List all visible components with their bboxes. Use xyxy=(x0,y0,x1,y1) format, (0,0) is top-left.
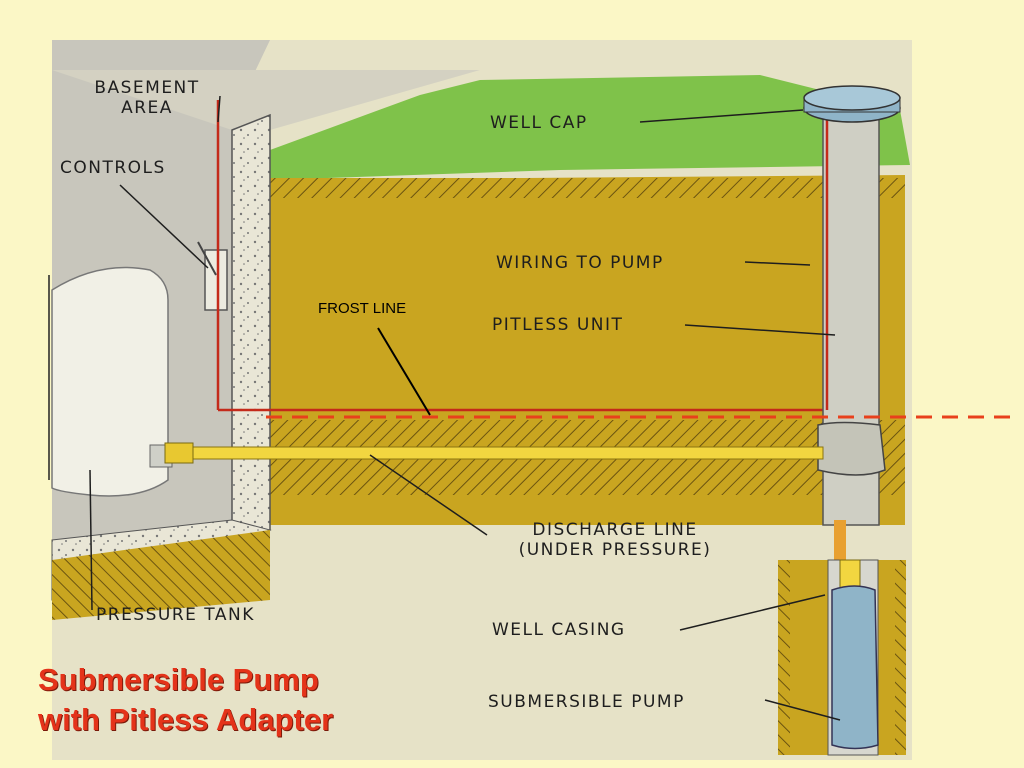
submersible-pump-body xyxy=(831,585,879,750)
label-basement-line2: AREA xyxy=(121,98,173,118)
leader-controls xyxy=(119,184,209,269)
grass xyxy=(270,75,910,180)
label-discharge-line1: DISCHARGE LINE xyxy=(532,520,698,540)
label-discharge-line2: (UNDER PRESSURE) xyxy=(518,540,712,560)
leader-well-casing xyxy=(679,594,826,631)
slide-title-line2: with Pitless Adapter xyxy=(38,702,334,737)
label-pressure-tank: PRESSURE TANK xyxy=(96,605,255,625)
label-submersible-pump: SUBMERSIBLE PUMP xyxy=(488,692,685,712)
basement-ceiling-slab xyxy=(52,70,480,130)
label-frost-line: FROST LINE xyxy=(318,300,407,317)
leader-discharge xyxy=(369,454,488,536)
leader-frost xyxy=(377,327,431,416)
pitless-unit xyxy=(817,421,886,476)
label-basement-area: BASEMENT AREA xyxy=(72,78,222,118)
leader-pressure-tank xyxy=(89,469,93,611)
soil-under-basement xyxy=(52,530,270,620)
slide-title: Submersible Pump with Pitless Adapter xyxy=(38,660,333,740)
label-discharge-line: DISCHARGE LINE (UNDER PRESSURE) xyxy=(480,520,750,560)
leader-well-cap xyxy=(639,109,804,123)
soil-deep xyxy=(262,495,905,525)
label-pitless-unit: PITLESS UNIT xyxy=(492,315,624,335)
leader-basement xyxy=(217,95,221,123)
label-basement-line1: BASEMENT xyxy=(94,78,200,98)
slide-title-line1: Submersible Pump xyxy=(38,662,319,697)
label-well-casing: WELL CASING xyxy=(492,620,626,640)
discharge-line xyxy=(179,446,824,460)
pressure-tank xyxy=(51,266,169,497)
label-well-cap: WELL CAP xyxy=(490,113,588,133)
label-controls: CONTROLS xyxy=(60,158,166,178)
leader-pitless xyxy=(684,324,836,336)
soil-upper xyxy=(262,175,905,420)
soil-surface-band xyxy=(262,178,905,198)
leader-pump xyxy=(764,699,841,721)
foundation-wall xyxy=(231,113,271,547)
label-wiring-to-pump: WIRING TO PUMP xyxy=(496,253,664,273)
leader-wiring xyxy=(744,261,811,266)
